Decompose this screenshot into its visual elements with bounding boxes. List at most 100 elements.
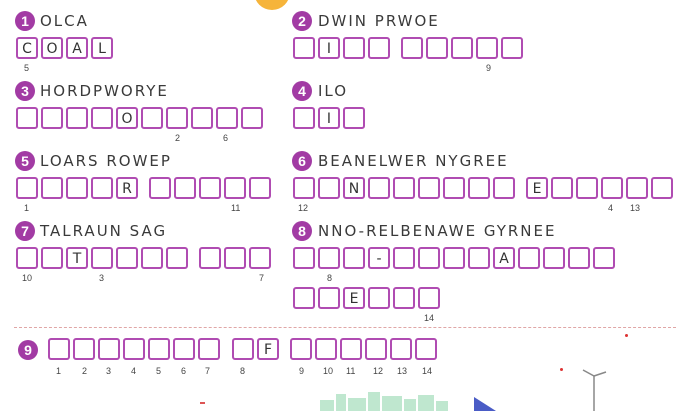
answer-box[interactable] xyxy=(16,107,38,129)
answer-box[interactable] xyxy=(148,338,170,360)
answer-box[interactable] xyxy=(174,177,196,199)
answer-box[interactable] xyxy=(368,287,390,309)
answer-box[interactable]: E xyxy=(526,177,548,199)
answer-box[interactable]: L xyxy=(91,37,113,59)
answer-box[interactable] xyxy=(418,287,440,309)
answer-box[interactable] xyxy=(318,287,340,309)
answer-box[interactable]: I xyxy=(318,37,340,59)
answer-box[interactable]: A xyxy=(66,37,88,59)
answer-box[interactable]: F xyxy=(257,338,279,360)
answer-box[interactable] xyxy=(66,177,88,199)
answer-box[interactable] xyxy=(401,37,423,59)
answer-box[interactable] xyxy=(393,287,415,309)
answer-box[interactable] xyxy=(73,338,95,360)
answer-box[interactable] xyxy=(48,338,70,360)
answer-box[interactable] xyxy=(224,247,246,269)
answer-box[interactable] xyxy=(249,177,271,199)
answer-box[interactable] xyxy=(593,247,615,269)
answer-box[interactable] xyxy=(241,107,263,129)
puzzle-number-badge: 6 xyxy=(292,151,312,171)
answer-box[interactable]: R xyxy=(116,177,138,199)
answer-box[interactable]: O xyxy=(116,107,138,129)
answer-box[interactable] xyxy=(393,247,415,269)
answer-box[interactable] xyxy=(232,338,254,360)
answer-box[interactable] xyxy=(493,177,515,199)
answer-box[interactable] xyxy=(476,37,498,59)
answer-box[interactable]: A xyxy=(493,247,515,269)
answer-box[interactable] xyxy=(216,107,238,129)
answer-box[interactable] xyxy=(501,37,523,59)
answer-box[interactable] xyxy=(368,37,390,59)
answer-box[interactable] xyxy=(141,247,163,269)
answer-box[interactable] xyxy=(551,177,573,199)
answer-box[interactable] xyxy=(393,177,415,199)
answer-box[interactable] xyxy=(418,177,440,199)
answer-box[interactable] xyxy=(576,177,598,199)
answer-box[interactable] xyxy=(340,338,362,360)
answer-box[interactable] xyxy=(166,107,188,129)
answer-box[interactable] xyxy=(418,247,440,269)
answer-box[interactable]: O xyxy=(41,37,63,59)
answer-box[interactable] xyxy=(198,338,220,360)
answer-box[interactable] xyxy=(318,177,340,199)
answer-box[interactable]: T xyxy=(66,247,88,269)
answer-box[interactable] xyxy=(390,338,412,360)
answer-box[interactable] xyxy=(318,247,340,269)
answer-box[interactable] xyxy=(651,177,673,199)
answer-box[interactable] xyxy=(293,177,315,199)
answer-box[interactable] xyxy=(601,177,623,199)
answer-box[interactable] xyxy=(451,37,473,59)
answer-box[interactable]: - xyxy=(368,247,390,269)
answer-box[interactable]: N xyxy=(343,177,365,199)
answer-box[interactable] xyxy=(98,338,120,360)
answer-box[interactable] xyxy=(116,247,138,269)
answer-box[interactable] xyxy=(426,37,448,59)
answer-box[interactable] xyxy=(315,338,337,360)
answer-box[interactable] xyxy=(249,247,271,269)
answer-box[interactable] xyxy=(443,177,465,199)
answer-box[interactable] xyxy=(41,177,63,199)
answer-box[interactable] xyxy=(343,37,365,59)
answer-box[interactable] xyxy=(468,247,490,269)
answer-box[interactable] xyxy=(141,107,163,129)
answer-box[interactable] xyxy=(199,247,221,269)
answer-box[interactable] xyxy=(343,247,365,269)
answer-box[interactable] xyxy=(290,338,312,360)
answer-box[interactable] xyxy=(16,177,38,199)
answer-box[interactable] xyxy=(415,338,437,360)
answer-box[interactable]: E xyxy=(343,287,365,309)
answer-box[interactable] xyxy=(443,247,465,269)
answer-box[interactable] xyxy=(66,107,88,129)
box-index-number: 4 xyxy=(131,366,137,376)
answer-box[interactable] xyxy=(293,107,315,129)
answer-box[interactable] xyxy=(91,247,113,269)
answer-box[interactable] xyxy=(123,338,145,360)
answer-box[interactable] xyxy=(199,177,221,199)
answer-box[interactable] xyxy=(173,338,195,360)
answer-box[interactable] xyxy=(343,107,365,129)
answer-box[interactable] xyxy=(166,247,188,269)
answer-box[interactable] xyxy=(191,107,213,129)
answer-box[interactable] xyxy=(16,247,38,269)
box-index-number: 8 xyxy=(327,273,333,283)
answer-box[interactable] xyxy=(293,247,315,269)
answer-box[interactable]: C xyxy=(16,37,38,59)
answer-box[interactable] xyxy=(224,177,246,199)
answer-box[interactable] xyxy=(293,37,315,59)
sun-decoration xyxy=(254,0,290,10)
answer-box[interactable] xyxy=(149,177,171,199)
answer-box[interactable] xyxy=(626,177,648,199)
answer-box[interactable]: I xyxy=(318,107,340,129)
answer-box[interactable] xyxy=(518,247,540,269)
answer-box[interactable] xyxy=(41,247,63,269)
answer-box[interactable] xyxy=(293,287,315,309)
answer-box[interactable] xyxy=(568,247,590,269)
answer-box[interactable] xyxy=(91,107,113,129)
answer-box[interactable] xyxy=(368,177,390,199)
answer-box[interactable] xyxy=(91,177,113,199)
answer-box[interactable] xyxy=(365,338,387,360)
answer-box[interactable] xyxy=(468,177,490,199)
answer-box[interactable] xyxy=(41,107,63,129)
answer-box[interactable] xyxy=(543,247,565,269)
box-index-number: 6 xyxy=(223,133,229,143)
